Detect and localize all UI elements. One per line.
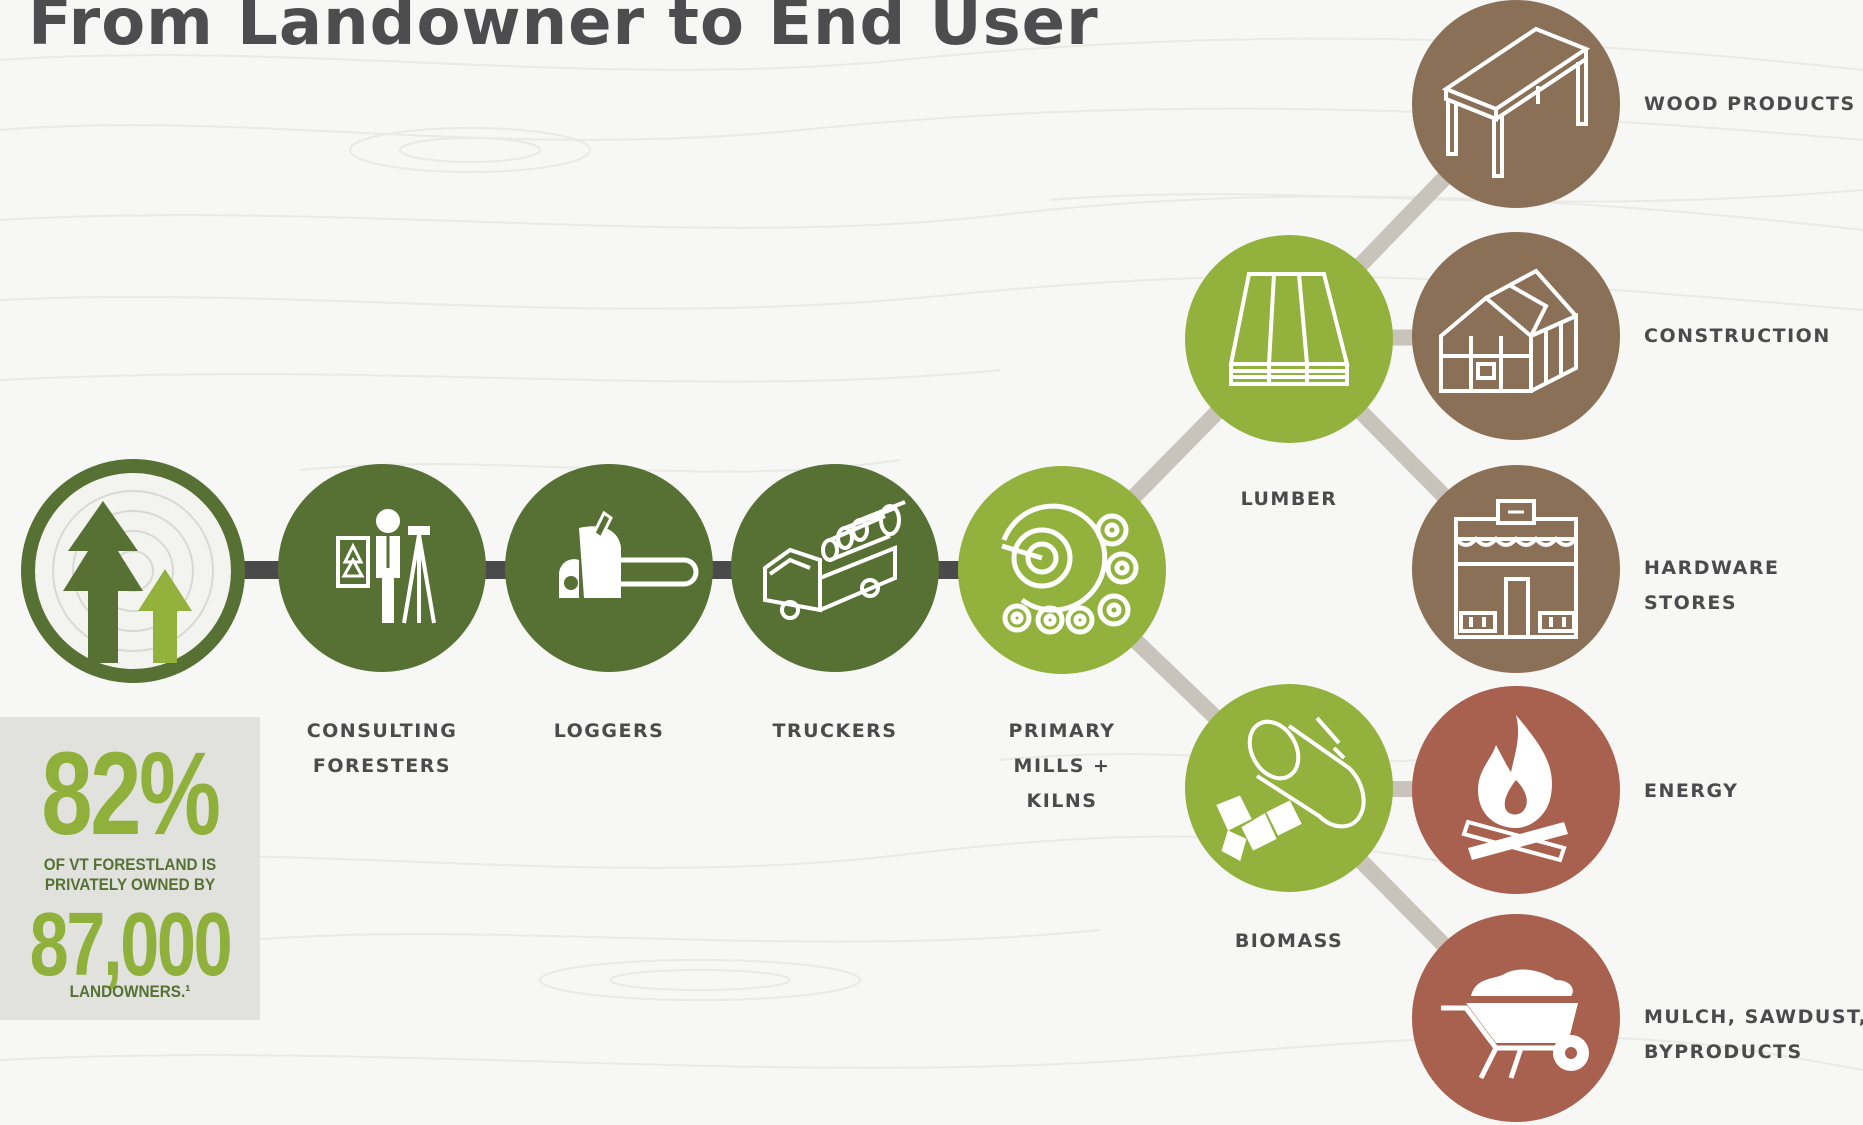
stat-percent: 82% — [41, 728, 221, 860]
log-pellets-icon — [1216, 716, 1366, 861]
hardware-node — [1412, 465, 1620, 673]
label-biomass: BIOMASS — [1234, 930, 1344, 952]
mulch-node — [1412, 914, 1620, 1122]
trucker-node — [731, 464, 939, 672]
label-loggers: LOGGERS — [553, 720, 665, 742]
landowner-node — [21, 459, 245, 683]
label-lumber: LUMBER — [1240, 488, 1338, 510]
stat-line-2: PRIVATELY OWNED BY — [44, 875, 216, 894]
landowner-stat-box: 82% OF VT FORESTLAND IS PRIVATELY OWNED … — [0, 717, 260, 1020]
log-truck-icon — [763, 500, 906, 620]
page-title: From Landowner to End User — [28, 0, 1099, 60]
biomass-node — [1185, 684, 1393, 892]
stat-footer: LANDOWNERS.¹ — [69, 982, 191, 1001]
label-wood-products: WOOD PRODUCTS — [1644, 93, 1856, 115]
lumber-node — [1185, 235, 1393, 443]
mill-node — [958, 466, 1166, 674]
tree-ring-icon — [52, 490, 214, 663]
wood-products-node — [1412, 0, 1620, 208]
label-mulch: MULCH, SAWDUST,BYPRODUCTS — [1644, 1006, 1863, 1063]
logger-node — [505, 464, 713, 672]
campfire-icon — [1461, 715, 1568, 863]
chainsaw-icon — [559, 510, 699, 598]
label-energy: ENERGY — [1644, 780, 1739, 802]
stat-line-1: OF VT FORESTLAND IS — [43, 855, 217, 874]
surveyor-icon — [336, 509, 436, 624]
storefront-icon — [1454, 499, 1578, 639]
lumber-stack-icon — [1228, 272, 1350, 386]
wood-grain-background — [0, 37, 1863, 1071]
sawmill-icon — [1001, 503, 1139, 635]
wheelbarrow-icon — [1441, 969, 1589, 1080]
label-construction: CONSTRUCTION — [1644, 325, 1831, 347]
construction-node — [1412, 232, 1620, 440]
stat-count: 87,000 — [29, 895, 233, 995]
energy-node — [1412, 686, 1620, 894]
house-frame-icon — [1439, 268, 1578, 393]
label-truckers: TRUCKERS — [772, 720, 898, 742]
table-icon — [1441, 26, 1591, 178]
forester-node — [278, 464, 486, 672]
